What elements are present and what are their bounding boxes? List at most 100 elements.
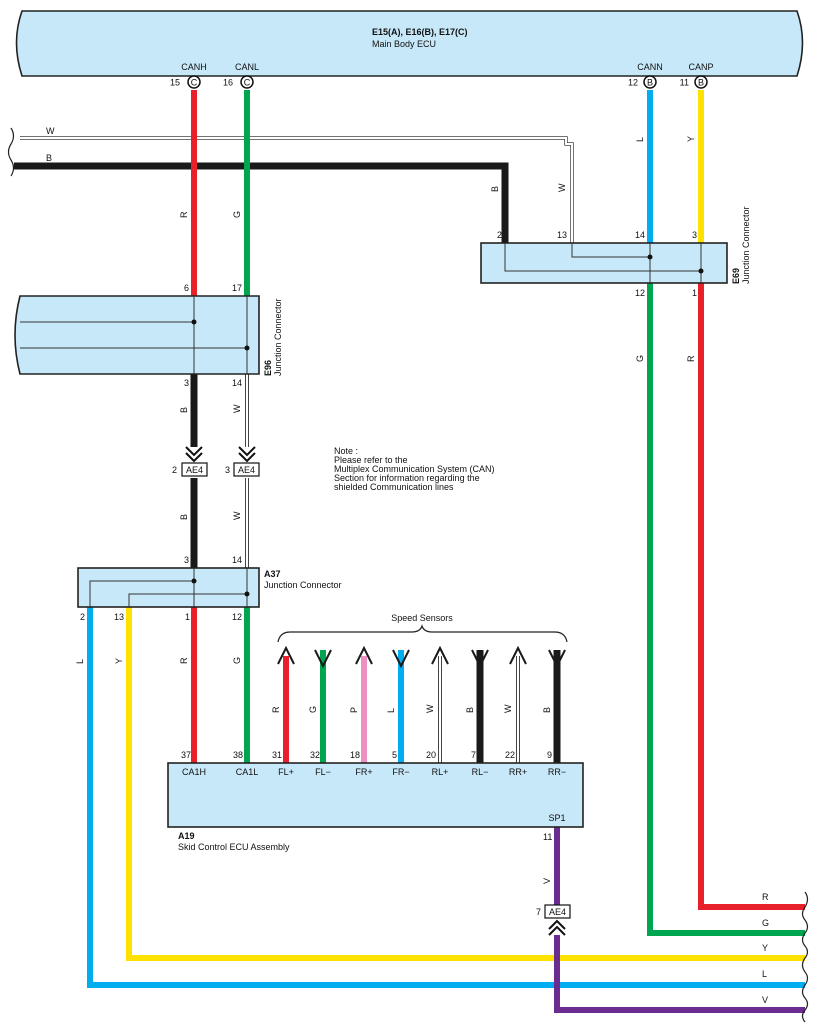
wire-label-sensor-fr-plus: P bbox=[349, 707, 359, 713]
a37-box bbox=[77, 567, 260, 608]
wire-label-sensor-fr-minus: L bbox=[386, 708, 396, 713]
a19-pin-num-37: 37 bbox=[181, 750, 191, 760]
a19-pin-num-7: 7 bbox=[471, 750, 476, 760]
a37-pin-bottom-1: 1 bbox=[185, 612, 190, 622]
sensor-wire-rr-minus bbox=[548, 649, 566, 763]
wire-label-e69-w: W bbox=[557, 183, 567, 192]
wire-label-ae4-w: W bbox=[232, 511, 242, 520]
a19-pin-num-22: 22 bbox=[505, 750, 515, 760]
wire-label-cann: L bbox=[635, 137, 645, 142]
svg-text:shielded Communication lines: shielded Communication lines bbox=[334, 482, 454, 492]
svg-text:AE4: AE4 bbox=[238, 465, 255, 475]
e69-pin-bottom-1: 1 bbox=[692, 288, 697, 298]
note: Note : Please refer to the Multiplex Com… bbox=[334, 446, 495, 492]
svg-text:C: C bbox=[191, 78, 198, 88]
wire-label-a37-y: Y bbox=[114, 658, 124, 664]
a19-pin-num-31: 31 bbox=[272, 750, 282, 760]
ae4-lower: AE4 7 bbox=[536, 904, 571, 936]
sensor-wire-fr-minus bbox=[392, 649, 410, 763]
wire-label-e69-out-r: R bbox=[686, 355, 696, 362]
a37-y-wire bbox=[126, 607, 805, 961]
svg-text:7: 7 bbox=[536, 907, 541, 917]
speed-sensors-bracket: Speed Sensors bbox=[277, 613, 568, 643]
svg-text:B: B bbox=[698, 78, 704, 88]
wire-label-ae4-b: B bbox=[179, 514, 189, 520]
bus-label-w: W bbox=[46, 126, 55, 136]
main-ecu-pin-canh: C 15 CANH bbox=[170, 62, 207, 89]
e96-id: E96 bbox=[263, 360, 273, 376]
svg-text:Note :: Note : bbox=[334, 446, 358, 456]
left-break-mark bbox=[7, 127, 15, 177]
a19-id: A19 bbox=[178, 831, 195, 841]
sensor-wire-rl-minus bbox=[471, 649, 489, 763]
a19-signal-ca1l: CA1L bbox=[236, 767, 259, 777]
svg-text:AE4: AE4 bbox=[549, 907, 566, 917]
e96-box bbox=[14, 295, 260, 375]
wire-label-canh: R bbox=[179, 211, 189, 218]
sensor-wire-fl-minus bbox=[314, 649, 332, 763]
e69-pin-top-14: 14 bbox=[635, 230, 645, 240]
wire-label-sensor-rr-minus: B bbox=[542, 707, 552, 713]
exit-label-y: Y bbox=[762, 943, 768, 953]
a37-pin-top-14: 14 bbox=[232, 555, 242, 565]
a19-box bbox=[167, 762, 584, 828]
e69-id: E69 bbox=[731, 268, 741, 284]
a37-internal-lines bbox=[89, 568, 250, 607]
a19-pin-num-32: 32 bbox=[310, 750, 320, 760]
wire-label-a37-r: R bbox=[179, 657, 189, 664]
a37-pin-top-3: 3 bbox=[184, 555, 189, 565]
e69-box bbox=[480, 242, 728, 284]
a19-signal-fr-plus: FR+ bbox=[355, 767, 372, 777]
main-body-ecu-box bbox=[15, 10, 804, 77]
a19-signal-ca1h: CA1H bbox=[182, 767, 206, 777]
a19-signal-rr-minus: RR− bbox=[548, 767, 566, 777]
e69-pin-top-2: 2 bbox=[497, 230, 502, 240]
wire-label-sp1: V bbox=[542, 878, 552, 884]
a19-signal-fl-plus: FL+ bbox=[278, 767, 294, 777]
e96-pin-bottom-3: 3 bbox=[184, 378, 189, 388]
e69-internal-lines bbox=[504, 243, 704, 283]
a37-pin-bottom-2: 2 bbox=[80, 612, 85, 622]
svg-text:12: 12 bbox=[628, 78, 638, 88]
wire-label-canp: Y bbox=[686, 136, 696, 142]
svg-text:16: 16 bbox=[223, 78, 233, 88]
e69-pin-bottom-12: 12 bbox=[635, 288, 645, 298]
a19-signal-fl-minus: FL− bbox=[315, 767, 331, 777]
a19-pin-num-9: 9 bbox=[547, 750, 552, 760]
sp1-wire-lower bbox=[554, 935, 805, 1013]
svg-text:Speed Sensors: Speed Sensors bbox=[391, 613, 453, 623]
right-break-mark bbox=[801, 891, 809, 1023]
svg-text:Multiplex Communication System: Multiplex Communication System (CAN) bbox=[334, 464, 495, 474]
a19-pin-num-20: 20 bbox=[426, 750, 436, 760]
wire-label-a37-g: G bbox=[232, 657, 242, 664]
svg-text:CANP: CANP bbox=[688, 62, 713, 72]
e69-out-g-wire bbox=[647, 283, 805, 936]
e96-name: Junction Connector bbox=[273, 298, 283, 376]
ae4-upper-b: AE4 2 bbox=[172, 446, 208, 477]
e69-pin-top-3: 3 bbox=[692, 230, 697, 240]
a37-pin-bottom-13: 13 bbox=[114, 612, 124, 622]
exit-label-v: V bbox=[762, 995, 768, 1005]
main-ecu-name: Main Body ECU bbox=[372, 39, 436, 49]
sensor-wire-rr-plus bbox=[509, 645, 527, 763]
svg-text:CANL: CANL bbox=[235, 62, 259, 72]
a19-pin-num-38: 38 bbox=[233, 750, 243, 760]
svg-text:2: 2 bbox=[172, 465, 177, 475]
a19-name: Skid Control ECU Assembly bbox=[178, 842, 290, 852]
svg-text:11: 11 bbox=[680, 78, 689, 88]
a37-id: A37 bbox=[264, 569, 281, 579]
svg-text:3: 3 bbox=[225, 465, 230, 475]
e69-pin-top-13: 13 bbox=[557, 230, 567, 240]
wire-label-e69-out-g: G bbox=[635, 355, 645, 362]
main-ecu-pin-cann: B 12 CANN bbox=[628, 62, 663, 89]
e96-pin-top-6: 6 bbox=[184, 283, 189, 293]
exit-label-g: G bbox=[762, 918, 769, 928]
a19-signal-rl-minus: RL− bbox=[472, 767, 489, 777]
svg-text:CANH: CANH bbox=[181, 62, 207, 72]
wire-label-e96-b: B bbox=[179, 407, 189, 413]
sensor-wire-fl-plus bbox=[277, 645, 295, 763]
e69-name: Junction Connector bbox=[741, 206, 751, 284]
wire-label-a37-l: L bbox=[75, 659, 85, 664]
exit-label-l: L bbox=[762, 969, 767, 979]
